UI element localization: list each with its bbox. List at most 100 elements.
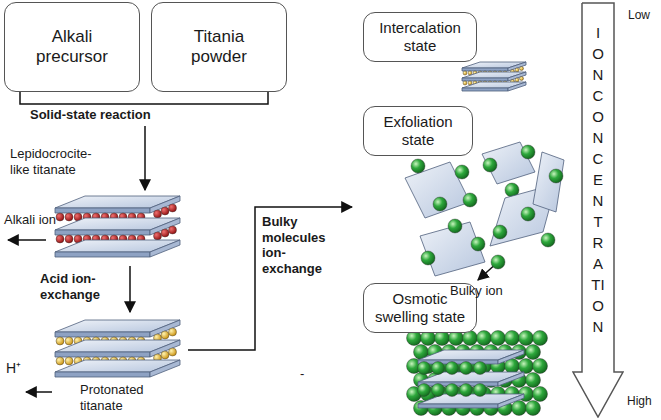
- sheet-edge: [55, 332, 150, 337]
- bulky-ion: [446, 362, 459, 375]
- bulky-ion: [471, 237, 485, 251]
- flow-arrow: [144, 126, 146, 190]
- intercalated-ion-dot: [463, 81, 467, 85]
- sheet-edge: [418, 404, 498, 408]
- proton-dot: [161, 331, 169, 339]
- process-label: Bulky molecules ion-exchange: [262, 214, 342, 276]
- proton-dot: [169, 348, 177, 356]
- sheet-edge: [150, 360, 180, 377]
- proton-dot: [56, 357, 64, 365]
- bulky-ion: [455, 165, 469, 179]
- bulky-ion: [521, 145, 535, 159]
- bulky-ion: [533, 359, 548, 374]
- ion-arrow: [26, 391, 52, 393]
- sheet-edge: [55, 352, 150, 357]
- ion-label: Alkali ion: [4, 212, 74, 228]
- state-box: Exfoliation state: [363, 106, 473, 156]
- alkali-ion-dot: [169, 204, 177, 212]
- node-text: Alkali precursor: [27, 27, 117, 68]
- bulky-ion: [493, 225, 507, 239]
- alkali-ion-dot: [154, 232, 162, 240]
- flow-arrow: [188, 207, 352, 350]
- bulky-ion: [526, 345, 541, 360]
- sheet-edge: [508, 62, 526, 71]
- flow-lines: [8, 92, 498, 392]
- alkali-ion-dot: [56, 235, 64, 243]
- bulky-ion: [446, 384, 459, 397]
- proton-dot: [56, 337, 64, 345]
- intercalated-ion-dot: [520, 77, 524, 81]
- sheet-edge: [55, 372, 150, 377]
- intercalated-ion-dot: [520, 67, 524, 71]
- bulky-ion: [477, 331, 492, 346]
- bulky-ion: [421, 251, 435, 265]
- intercalated-ion-dot: [463, 71, 467, 75]
- alkali-ion-dot: [169, 226, 177, 234]
- process-label: Acid ion-exchange: [40, 271, 124, 302]
- proton-dot: [161, 351, 169, 359]
- sheet-edge: [55, 252, 150, 257]
- bulky-ion: [519, 359, 534, 374]
- sheet-edge: [418, 382, 498, 386]
- ion-arrow: [8, 239, 46, 241]
- alkali-ion-dot: [154, 210, 162, 218]
- sheet-edge: [418, 360, 498, 364]
- bulky-ion: [483, 158, 497, 172]
- bulky-ion: [519, 331, 534, 346]
- sheet-edge: [462, 88, 508, 91]
- proton-dot: [65, 337, 73, 345]
- bulky-ion: [418, 384, 431, 397]
- bulky-ion: [474, 362, 487, 375]
- bulky-ion: [491, 255, 505, 269]
- bulky-ion: [505, 331, 520, 346]
- alkali-ion-dot: [65, 213, 73, 221]
- sheet-edge: [508, 72, 526, 81]
- alkali-ion-dot: [56, 213, 64, 221]
- sheet-edge: [462, 68, 508, 71]
- intercalated-ion-dot: [515, 68, 519, 72]
- bulky-ion: [521, 207, 535, 221]
- bulky-ion: [448, 219, 462, 233]
- bulky-ion: [533, 331, 548, 346]
- sheet-edge: [498, 350, 524, 364]
- node-text: Intercalation state: [372, 19, 468, 55]
- arrow-shape: [573, 3, 623, 417]
- sheet-edge: [508, 82, 526, 91]
- bulky-ion: [432, 362, 445, 375]
- ion-label: H⁺: [6, 360, 30, 377]
- bulky-ion: [491, 331, 506, 346]
- sheet-edge: [498, 372, 524, 386]
- bulky-ion: [512, 401, 527, 416]
- ion-label: Bulky ion: [450, 283, 520, 299]
- bulky-ion: [433, 197, 447, 211]
- bulky-ion: [549, 169, 563, 183]
- concentration-arrow: ION CONCENTRATION: [572, 2, 624, 418]
- sheet-edge: [55, 230, 150, 235]
- stray-mark: -: [300, 366, 310, 382]
- intercalated-ion-dot: [515, 78, 519, 82]
- alkali-ion-dot: [161, 229, 169, 237]
- exfoliated-sheet: [482, 142, 535, 184]
- bracket-line: [20, 92, 268, 104]
- precursor-box: Alkali precursor: [4, 2, 140, 92]
- sheet-edge: [462, 78, 508, 81]
- material-label: Protonated titanate: [80, 382, 172, 413]
- axis-text: ION CONCENTRATION: [591, 22, 606, 337]
- arrow-outline: [572, 2, 624, 418]
- alkali-ion-dot: [65, 235, 73, 243]
- sheet-edge: [150, 240, 180, 257]
- bulky-ion: [432, 384, 445, 397]
- alkali-ion-dot: [161, 207, 169, 215]
- process-label: Solid-state reaction: [30, 107, 190, 123]
- scale-label: Low: [628, 8, 660, 22]
- bulky-ion: [526, 373, 541, 388]
- bulky-ion: [533, 387, 548, 402]
- bulky-ion: [418, 362, 431, 375]
- proton-dot: [65, 357, 73, 365]
- flow-arrow: [129, 266, 131, 312]
- material-label: Lepidocrocite-like titanate: [10, 146, 110, 177]
- bulky-ion: [474, 384, 487, 397]
- precursor-box: Titania powder: [151, 2, 287, 92]
- intercalated-ion-dot: [468, 81, 472, 85]
